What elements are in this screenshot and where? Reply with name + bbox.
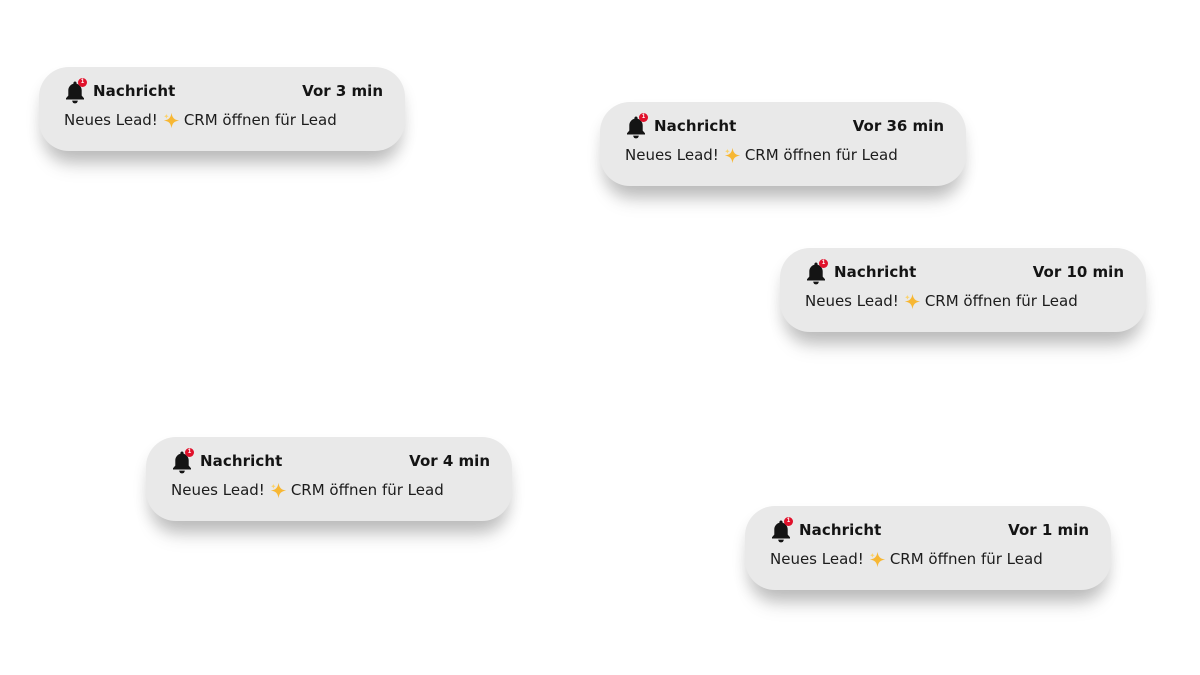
message-text-lead: Neues Lead! bbox=[770, 550, 864, 568]
sparkles-icon bbox=[904, 293, 920, 309]
message-text-crm: CRM öffnen für Lead bbox=[290, 481, 444, 499]
app-name: Nachricht bbox=[834, 263, 917, 281]
notification-badge: 1 bbox=[185, 448, 194, 457]
notification-message: Neues Lead! CRM öffnen für Lead bbox=[171, 481, 490, 499]
notification-header: 1 Nachricht Vor 36 min bbox=[625, 113, 944, 139]
notification-app: 1 Nachricht bbox=[171, 448, 282, 474]
sparkles-icon bbox=[270, 482, 286, 498]
notification-app: 1 Nachricht bbox=[805, 259, 916, 285]
app-name: Nachricht bbox=[654, 117, 737, 135]
notification-header: 1 Nachricht Vor 4 min bbox=[171, 448, 490, 474]
notification-card[interactable]: 1 Nachricht Vor 36 min Neues Lead! CRM ö… bbox=[600, 102, 966, 186]
notification-card[interactable]: 1 Nachricht Vor 10 min Neues Lead! CRM ö… bbox=[780, 248, 1146, 332]
notification-time: Vor 10 min bbox=[1032, 263, 1124, 281]
message-text-crm: CRM öffnen für Lead bbox=[924, 292, 1078, 310]
notification-badge: 1 bbox=[78, 78, 87, 87]
notification-card[interactable]: 1 Nachricht Vor 3 min Neues Lead! CRM öf… bbox=[39, 67, 405, 151]
message-text-lead: Neues Lead! bbox=[625, 146, 719, 164]
message-text-crm: CRM öffnen für Lead bbox=[183, 111, 337, 129]
message-text-crm: CRM öffnen für Lead bbox=[889, 550, 1043, 568]
notification-message: Neues Lead! CRM öffnen für Lead bbox=[625, 146, 944, 164]
message-text-lead: Neues Lead! bbox=[805, 292, 899, 310]
message-text-lead: Neues Lead! bbox=[64, 111, 158, 129]
notification-message: Neues Lead! CRM öffnen für Lead bbox=[805, 292, 1124, 310]
notification-time: Vor 4 min bbox=[409, 452, 490, 470]
notification-time: Vor 36 min bbox=[852, 117, 944, 135]
message-text-crm: CRM öffnen für Lead bbox=[744, 146, 898, 164]
bell-icon: 1 bbox=[805, 259, 828, 285]
bell-icon: 1 bbox=[64, 78, 87, 104]
notification-app: 1 Nachricht bbox=[64, 78, 175, 104]
notification-time: Vor 3 min bbox=[302, 82, 383, 100]
sparkles-icon bbox=[724, 147, 740, 163]
notification-header: 1 Nachricht Vor 3 min bbox=[64, 78, 383, 104]
app-name: Nachricht bbox=[799, 521, 882, 539]
notification-card[interactable]: 1 Nachricht Vor 1 min Neues Lead! CRM öf… bbox=[745, 506, 1111, 590]
notification-time: Vor 1 min bbox=[1008, 521, 1089, 539]
notification-badge: 1 bbox=[784, 517, 793, 526]
notification-app: 1 Nachricht bbox=[625, 113, 736, 139]
notification-card[interactable]: 1 Nachricht Vor 4 min Neues Lead! CRM öf… bbox=[146, 437, 512, 521]
notification-badge: 1 bbox=[639, 113, 648, 122]
notification-app: 1 Nachricht bbox=[770, 517, 881, 543]
notification-message: Neues Lead! CRM öffnen für Lead bbox=[64, 111, 383, 129]
sparkles-icon bbox=[869, 551, 885, 567]
bell-icon: 1 bbox=[770, 517, 793, 543]
sparkles-icon bbox=[163, 112, 179, 128]
notification-message: Neues Lead! CRM öffnen für Lead bbox=[770, 550, 1089, 568]
message-text-lead: Neues Lead! bbox=[171, 481, 265, 499]
app-name: Nachricht bbox=[93, 82, 176, 100]
bell-icon: 1 bbox=[171, 448, 194, 474]
notification-badge: 1 bbox=[819, 259, 828, 268]
notification-header: 1 Nachricht Vor 1 min bbox=[770, 517, 1089, 543]
notification-header: 1 Nachricht Vor 10 min bbox=[805, 259, 1124, 285]
bell-icon: 1 bbox=[625, 113, 648, 139]
app-name: Nachricht bbox=[200, 452, 283, 470]
